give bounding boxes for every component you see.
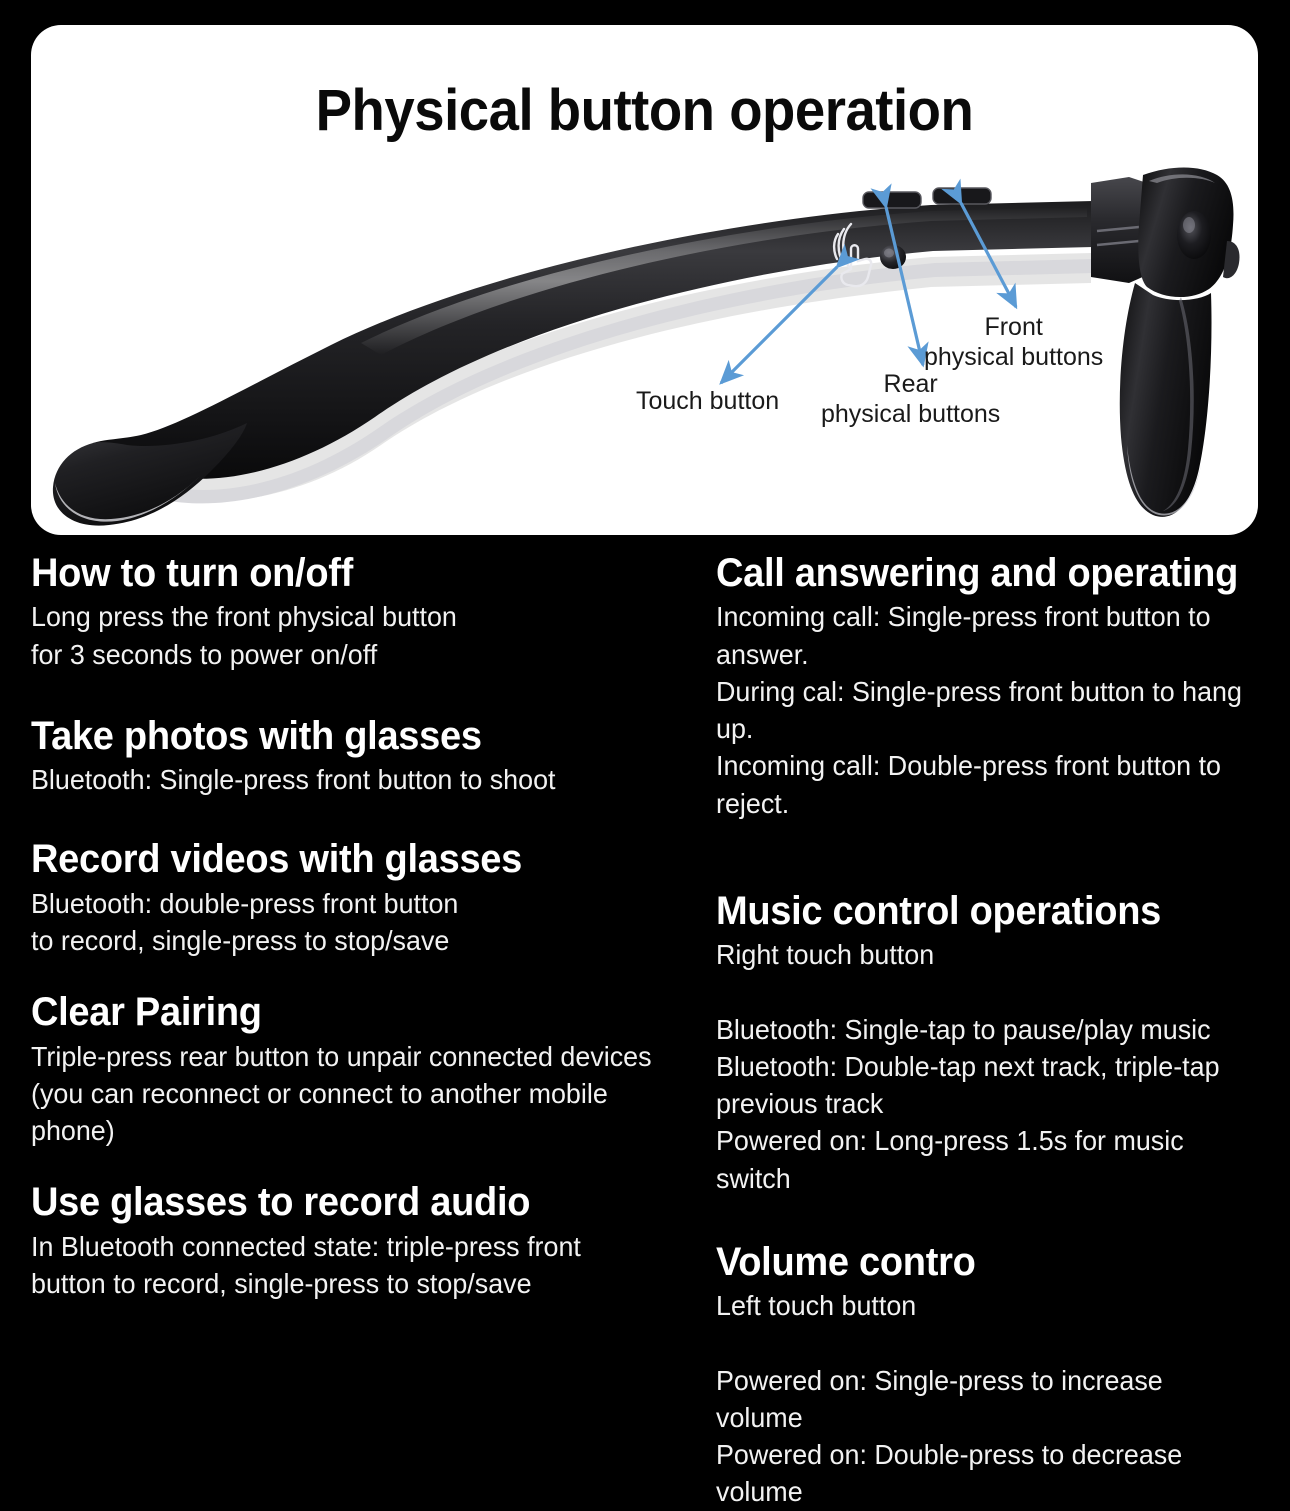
section-music-control: Music control operations Right touch but…: [716, 888, 1276, 1197]
hinge-groove-2: [1096, 239, 1140, 247]
section-body: Right touch button Bluetooth: Single-tap…: [716, 939, 1220, 1194]
section-heading: Take photos with glasses: [31, 713, 482, 758]
section-body: Triple-press rear button to unpair conne…: [31, 1040, 652, 1147]
rear-physical-button[interactable]: [862, 191, 922, 209]
front-buttons-arrow: [941, 178, 1018, 310]
section-turn-on-off: How to turn on/off Long press the front …: [31, 552, 701, 673]
section-body: In Bluetooth connected state: triple-pre…: [31, 1230, 581, 1300]
callout-rear-buttons: Rear physical buttons: [821, 370, 1001, 428]
section-record-videos: Record videos with glasses Bluetooth: do…: [31, 838, 701, 959]
callout-touch-button: Touch button: [636, 387, 780, 415]
section-body: Incoming call: Single-press front button…: [716, 601, 1242, 819]
microphone-highlight: [884, 248, 894, 258]
section-heading: Volume contro: [716, 1239, 976, 1284]
hero-card: Physical button operation: [31, 25, 1258, 535]
instructions-panel: How to turn on/off Long press the front …: [0, 552, 1290, 1508]
section-take-photos: Take photos with glasses Bluetooth: Sing…: [31, 713, 701, 799]
section-heading: Record videos with glasses: [31, 837, 523, 882]
section-heading: Music control operations: [716, 888, 1161, 933]
camera-lens-icon: [1177, 211, 1211, 259]
temple-body: [93, 201, 1093, 479]
microphone-hole-icon: [880, 245, 906, 269]
camera-lens-highlight: [1183, 217, 1195, 233]
hinge-groove-1: [1096, 225, 1140, 233]
section-body: Left touch button Powered on: Single-pre…: [716, 1290, 1183, 1508]
rear-buttons-arrow: [870, 183, 929, 368]
frame-top-sheen: [1149, 174, 1215, 183]
temple-ear-tip: [52, 423, 247, 526]
front-physical-button[interactable]: [932, 187, 992, 205]
section-record-audio: Use glasses to record audio In Bluetooth…: [31, 1181, 701, 1302]
section-heading: Clear Pairing: [31, 990, 262, 1035]
section-heading: How to turn on/off: [31, 551, 353, 595]
section-heading: Call answering and operating: [716, 551, 1239, 595]
section-volume-control: Volume contro Left touch button Powered …: [716, 1239, 1276, 1511]
section-body: Long press the front physical button for…: [31, 601, 457, 670]
section-body: Bluetooth: Single-press front button to …: [31, 764, 556, 796]
page-title: Physical button operation: [315, 78, 974, 143]
section-body: Bluetooth: double-press front button to …: [31, 887, 459, 957]
right-column: Call answering and operating Incoming ca…: [716, 552, 1276, 1511]
temple-shadow: [109, 253, 1091, 502]
callout-front-buttons: Front physical buttons: [924, 313, 1104, 371]
section-heading: Use glasses to record audio: [31, 1180, 531, 1225]
section-clear-pairing: Clear Pairing Triple-press rear button t…: [31, 991, 701, 1149]
touch-button-arrow: [719, 243, 861, 385]
smart-glasses-illustration: [52, 167, 1240, 526]
frame-nub: [1223, 241, 1240, 279]
left-column: How to turn on/off Long press the front …: [31, 552, 701, 1302]
temple-top-sheen: [361, 207, 1087, 355]
section-call-answering: Call answering and operating Incoming ca…: [716, 552, 1276, 822]
